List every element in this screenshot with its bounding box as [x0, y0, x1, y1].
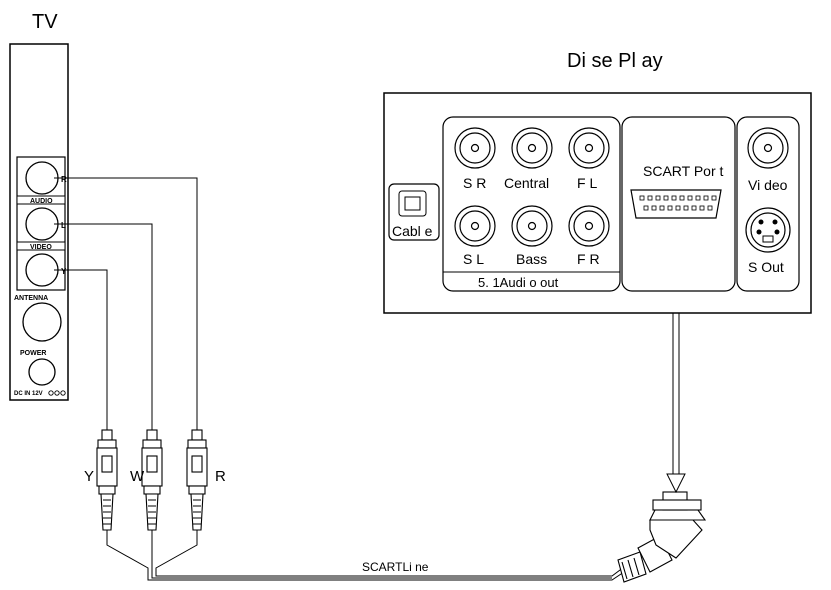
polarity-symbol	[48, 390, 66, 396]
rca-plug-y	[96, 429, 118, 531]
jack-fl	[568, 127, 610, 169]
tv-jack-r-label: R	[61, 175, 67, 184]
jack-central-label: Central	[504, 175, 549, 191]
rca-plug-r	[186, 429, 208, 531]
tv-antenna-label: ANTENNA	[14, 295, 48, 302]
jack-sr	[454, 127, 496, 169]
rca-plug-w	[141, 429, 163, 531]
scart-line-cable	[106, 530, 631, 581]
jack-fr	[568, 205, 610, 247]
scart-pins	[639, 195, 717, 211]
tv-power-label: POWER	[20, 350, 46, 357]
jack-sl	[454, 205, 496, 247]
s-video-jack	[745, 207, 791, 253]
tv-video-label: VIDEO	[30, 244, 52, 251]
cable-port-label: Cabl e	[392, 223, 433, 239]
tv-audio-r-jack	[25, 161, 59, 195]
tv-audio-l-jack	[25, 207, 59, 241]
tv-title: TV	[32, 11, 58, 33]
tv-audio-label: AUDIO	[30, 198, 53, 205]
jack-central	[511, 127, 553, 169]
player-title: Di se Pl ay	[567, 50, 663, 72]
scart-line-label: SCARTLi ne	[362, 560, 429, 574]
plug-r-label: R	[215, 468, 226, 485]
plug-y-label: Y	[84, 468, 94, 485]
video-jack-label: Vi deo	[748, 177, 788, 193]
jack-bass-label: Bass	[516, 251, 547, 267]
tv-video-y-jack	[25, 253, 59, 287]
tv-wires	[54, 177, 198, 430]
jack-bass	[511, 205, 553, 247]
jack-fr-label: F R	[577, 251, 600, 267]
jack-sl-label: S L	[463, 251, 484, 267]
video-jack	[747, 127, 789, 169]
scart-socket	[630, 189, 722, 219]
tv-dc-label: DC IN 12V	[14, 391, 43, 397]
tv-jack-y-label: Y	[61, 267, 67, 276]
scart-plug	[617, 491, 707, 583]
tv-antenna-jack	[22, 302, 62, 342]
tv-jack-l-label: L	[61, 221, 66, 230]
tv-power-jack	[28, 358, 56, 386]
jack-sr-label: S R	[463, 175, 486, 191]
audio-out-label: 5. 1Audi o out	[478, 275, 559, 290]
jack-fl-label: F L	[577, 175, 597, 191]
scart-port-label: SCART Por t	[643, 163, 724, 179]
plug-w-label: W	[130, 468, 145, 485]
s-out-label: S Out	[748, 259, 784, 275]
